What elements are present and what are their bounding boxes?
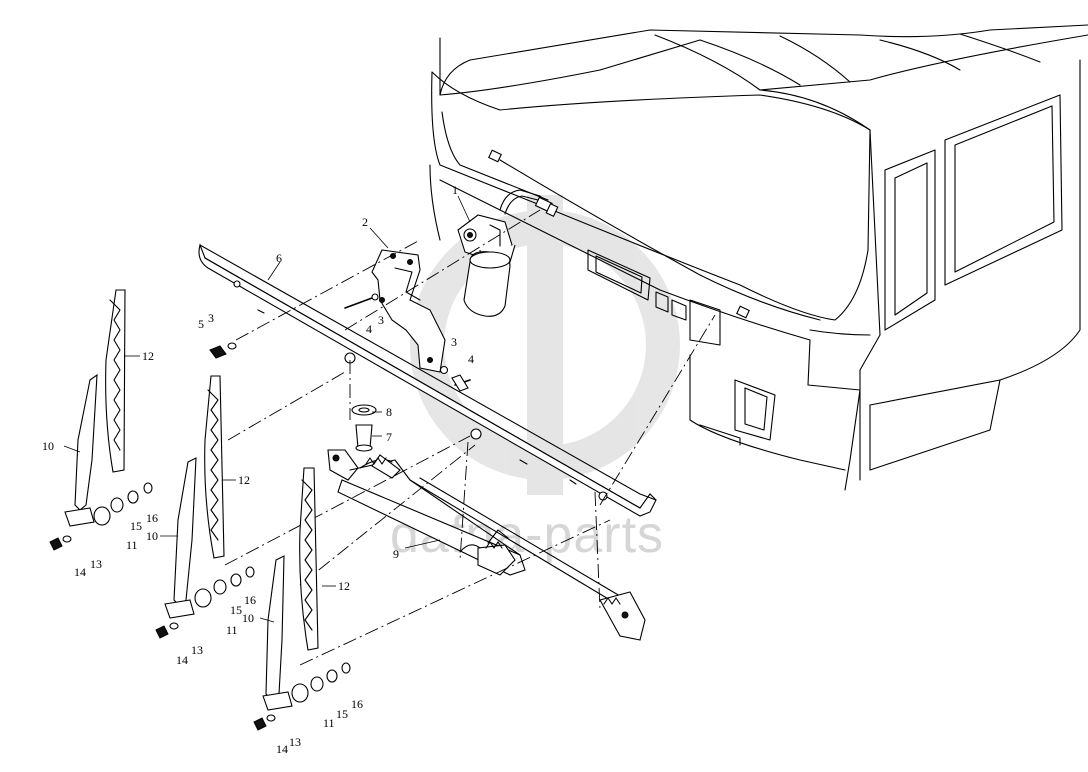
- callout-15: 15: [336, 707, 348, 721]
- callout-16: 16: [244, 593, 256, 607]
- wiper-arm-1: [74, 373, 98, 511]
- callout-7: 7: [386, 430, 392, 444]
- centre-lines: [224, 209, 716, 666]
- wiper-linkage: [327, 449, 646, 641]
- callout-16: 16: [351, 697, 363, 711]
- callout-12: 12: [238, 473, 250, 487]
- callout-labels: 1 2 6 5 3 4 3 3 4 8 7 9 12 12 12 10 10 1…: [42, 183, 474, 756]
- wiper-set-3: [253, 467, 351, 731]
- watermark: dafna-parts: [390, 195, 680, 564]
- callout-2: 2: [362, 215, 368, 229]
- callout-3: 3: [378, 313, 384, 327]
- trim-bar: [198, 243, 657, 517]
- wiper-blade-3: [299, 467, 319, 651]
- callout-5: 5: [198, 317, 204, 331]
- bracket-fasteners: [344, 293, 471, 392]
- wiper-set-2: [155, 375, 255, 639]
- wiper-set-1: [49, 289, 153, 551]
- wiper-arm-3: [265, 555, 285, 701]
- wiper-motor: [457, 189, 559, 317]
- callout-4: 4: [468, 352, 474, 366]
- callout-8: 8: [386, 405, 392, 419]
- callout-12: 12: [338, 579, 350, 593]
- truck-cab: [429, 24, 1088, 491]
- callout-15: 15: [130, 519, 142, 533]
- callout-14: 14: [276, 742, 288, 756]
- callout-10: 10: [242, 611, 254, 625]
- wiper-arm-2: [173, 457, 197, 607]
- callout-1: 1: [452, 183, 458, 197]
- callout-3: 3: [208, 311, 214, 325]
- wiper-blade-2: [204, 375, 225, 559]
- callout-11: 11: [323, 716, 335, 730]
- callout-15: 15: [230, 603, 242, 617]
- callout-12: 12: [142, 349, 154, 363]
- wiper-blade-1: [105, 289, 126, 473]
- callout-16: 16: [146, 511, 158, 525]
- callout-6: 6: [276, 251, 282, 265]
- callout-11: 11: [226, 623, 238, 637]
- callout-13: 13: [191, 643, 203, 657]
- callout-11: 11: [126, 538, 138, 552]
- callout-10: 10: [42, 439, 54, 453]
- callout-13: 13: [90, 557, 102, 571]
- callout-3: 3: [451, 335, 457, 349]
- callout-14: 14: [74, 565, 86, 579]
- left-nut-washer: [209, 342, 237, 359]
- callout-13: 13: [289, 735, 301, 749]
- callout-9: 9: [393, 547, 399, 561]
- callout-4: 4: [366, 322, 372, 336]
- washer-bolt: [351, 404, 377, 452]
- callout-10: 10: [146, 529, 158, 543]
- callout-14: 14: [176, 653, 188, 667]
- mounting-bracket: [371, 249, 446, 373]
- leader-lines: [63, 195, 471, 623]
